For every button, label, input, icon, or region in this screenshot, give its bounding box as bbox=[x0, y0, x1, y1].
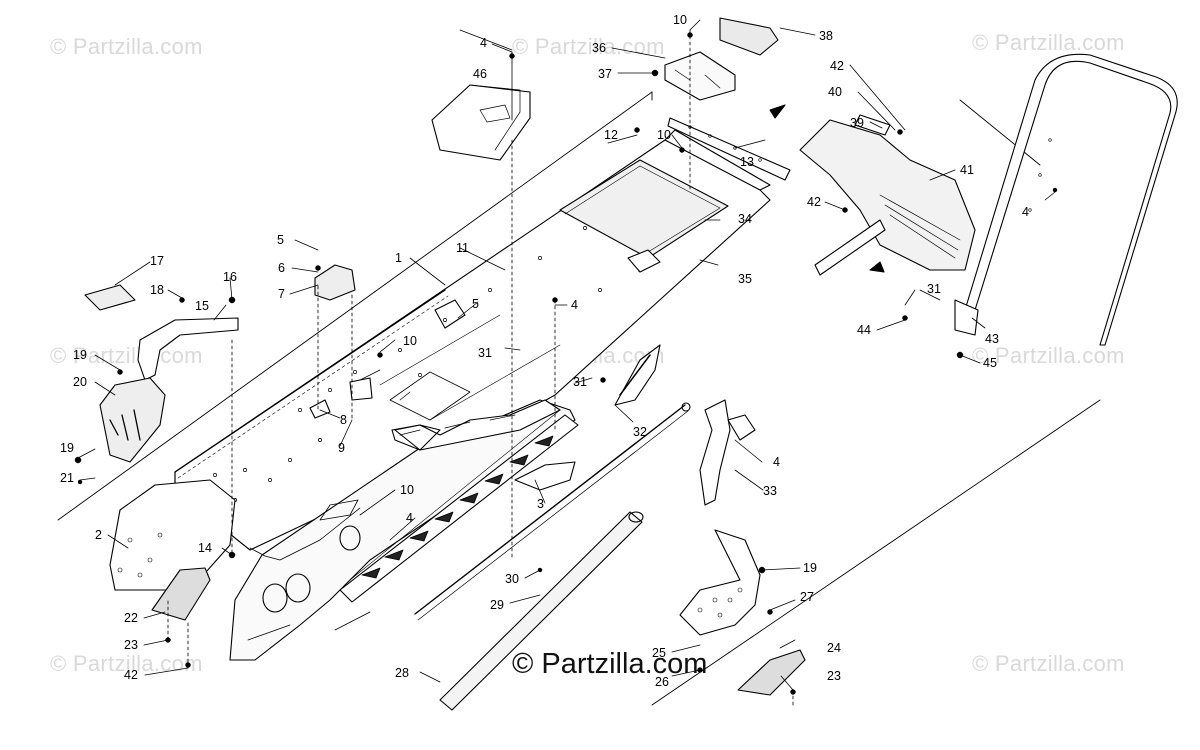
callout-19-left: 19 bbox=[73, 348, 87, 362]
callout-31-mid: 31 bbox=[478, 346, 492, 360]
callout-5-mid: 5 bbox=[472, 297, 479, 311]
watermark-top-center: © Partzilla.com bbox=[512, 34, 665, 59]
callout-7: 7 bbox=[278, 287, 285, 301]
callout-21: 21 bbox=[60, 471, 74, 485]
callout-18: 18 bbox=[150, 283, 164, 297]
callout-22: 22 bbox=[124, 611, 138, 625]
callout-17: 17 bbox=[150, 254, 164, 268]
snow-flap bbox=[799, 114, 976, 276]
callout-45: 45 bbox=[983, 356, 997, 370]
fasteners bbox=[74, 32, 1058, 695]
callout-13: 13 bbox=[740, 155, 754, 169]
callout-27: 27 bbox=[800, 590, 814, 604]
callout-35: 35 bbox=[738, 272, 752, 286]
callout-4-top: 4 bbox=[480, 36, 487, 50]
callout-23-right: 23 bbox=[827, 669, 841, 683]
top-bracket bbox=[664, 17, 779, 101]
seat-pad bbox=[431, 84, 531, 161]
callout-33: 33 bbox=[763, 484, 777, 498]
callout-6: 6 bbox=[278, 261, 285, 275]
callout-44: 44 bbox=[857, 323, 871, 337]
watermark-mid-left: © Partzilla.com bbox=[50, 343, 203, 368]
rear-bumper bbox=[954, 53, 1178, 346]
footrest-plates bbox=[151, 567, 806, 696]
small-parts bbox=[309, 249, 756, 491]
callout-23-left: 23 bbox=[124, 638, 138, 652]
callout-11: 11 bbox=[456, 241, 469, 255]
callout-19-low: 19 bbox=[60, 441, 74, 455]
callout-41: 41 bbox=[960, 163, 974, 177]
callout-30: 30 bbox=[505, 572, 519, 586]
right-brackets bbox=[614, 344, 761, 636]
direction-arrows bbox=[769, 104, 885, 273]
callout-37: 37 bbox=[598, 67, 612, 81]
callout-38: 38 bbox=[819, 29, 833, 43]
watermark-mid-right: © Partzilla.com bbox=[972, 343, 1125, 368]
callout-39: 39 bbox=[850, 116, 864, 130]
left-brackets bbox=[84, 284, 239, 591]
callout-4-mid: 4 bbox=[571, 298, 578, 312]
watermark-top-right: © Partzilla.com bbox=[972, 30, 1125, 55]
callout-2: 2 bbox=[95, 528, 102, 542]
callout-10-top: 10 bbox=[673, 13, 687, 27]
leader-lines bbox=[77, 19, 1056, 706]
callout-24: 24 bbox=[827, 641, 841, 655]
callout-20: 20 bbox=[73, 375, 87, 389]
callout-31-right: 31 bbox=[573, 375, 587, 389]
callout-46: 46 bbox=[473, 67, 487, 81]
callout-labels: 1 2 3 4 4 4 4 4 5 5 6 7 8 9 10 10 10 10 … bbox=[60, 13, 1029, 689]
callout-10-bracket: 10 bbox=[657, 128, 671, 142]
callout-32: 32 bbox=[633, 425, 647, 439]
callout-14: 14 bbox=[198, 541, 212, 555]
callout-36: 36 bbox=[592, 41, 606, 55]
callout-4-right: 4 bbox=[773, 455, 780, 469]
watermark-bottom-right: © Partzilla.com bbox=[972, 651, 1125, 676]
cooler-rail bbox=[339, 399, 579, 603]
callout-10-low: 10 bbox=[400, 483, 414, 497]
callout-4-bumper: 4 bbox=[1022, 205, 1029, 219]
callout-40: 40 bbox=[828, 85, 842, 99]
callout-34: 34 bbox=[738, 212, 752, 226]
watermark-top-left: © Partzilla.com bbox=[50, 34, 203, 59]
callout-4-low: 4 bbox=[406, 511, 413, 525]
callout-8: 8 bbox=[340, 413, 347, 427]
callout-3: 3 bbox=[537, 497, 544, 511]
partzilla-brand-label: © Partzilla.com bbox=[512, 648, 708, 680]
callout-9: 9 bbox=[338, 441, 345, 455]
callout-19-right: 19 bbox=[803, 561, 817, 575]
callout-10-mid: 10 bbox=[403, 334, 417, 348]
watermark-bottom-left: © Partzilla.com bbox=[50, 651, 203, 676]
callout-5-top: 5 bbox=[277, 233, 284, 247]
callout-29: 29 bbox=[490, 598, 504, 612]
callout-42-top: 42 bbox=[830, 59, 844, 73]
left-side-panel bbox=[229, 399, 576, 661]
callout-12: 12 bbox=[604, 128, 618, 142]
callout-15: 15 bbox=[195, 299, 209, 313]
callout-31-bumper: 31 bbox=[927, 282, 941, 296]
callout-25: 25 bbox=[652, 646, 666, 660]
callout-16: 16 bbox=[223, 270, 237, 284]
callout-42-mid: 42 bbox=[807, 195, 821, 209]
rear-tubes bbox=[414, 402, 691, 711]
reference-lines bbox=[57, 91, 1101, 706]
callout-43: 43 bbox=[985, 332, 999, 346]
callout-26: 26 bbox=[655, 675, 669, 689]
callout-42-left: 42 bbox=[124, 668, 138, 682]
callout-28: 28 bbox=[395, 666, 409, 680]
callout-1: 1 bbox=[395, 251, 402, 265]
